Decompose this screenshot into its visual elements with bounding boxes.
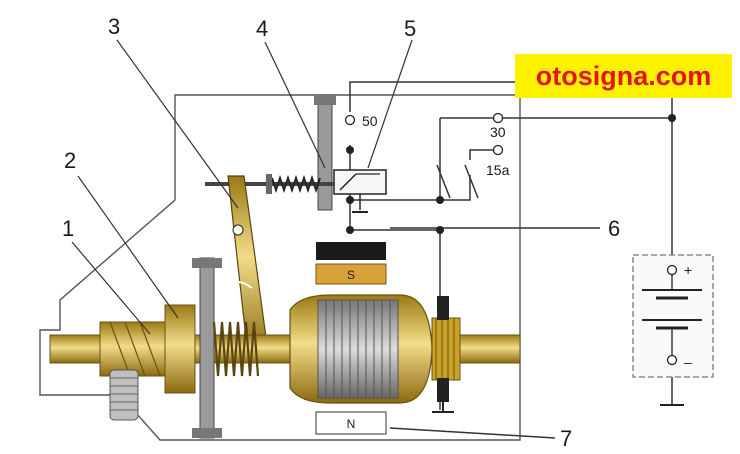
callout-1: 1: [62, 216, 74, 241]
brand-watermark: otosigna.com: [515, 54, 732, 98]
plunger-spring: [205, 174, 334, 194]
callout-7: 7: [560, 426, 572, 451]
callout-leaders: [71, 39, 413, 335]
callout-2: 2: [64, 148, 76, 173]
callouts: 1 2 3 4 5 6 7: [62, 14, 620, 451]
terminals: 50 30 15a: [344, 112, 510, 178]
housing-outline: [39, 94, 521, 441]
callout-4: 4: [256, 16, 268, 41]
brand-text: otosigna.com: [535, 60, 712, 91]
north-pole-label: N: [347, 417, 356, 431]
battery-plus-label: +: [684, 262, 692, 278]
meshing-spring: [212, 321, 260, 377]
solenoid-assembly: [314, 78, 676, 234]
battery: + –: [632, 254, 714, 406]
engaging-lever: [217, 175, 269, 357]
terminal-30-label: 30: [490, 124, 506, 140]
callout-5: 5: [404, 16, 416, 41]
ring-gear: [109, 369, 139, 421]
terminal-50-label: 50: [362, 113, 378, 129]
callout-6: 6: [608, 216, 620, 241]
callout-3: 3: [108, 14, 120, 39]
relay-contacts: [436, 164, 479, 199]
battery-minus-label: –: [684, 354, 692, 370]
armature: [289, 294, 461, 413]
terminal-15a-label: 15a: [486, 162, 510, 178]
field-coil: S N: [315, 242, 387, 435]
south-pole-label: S: [347, 268, 355, 282]
